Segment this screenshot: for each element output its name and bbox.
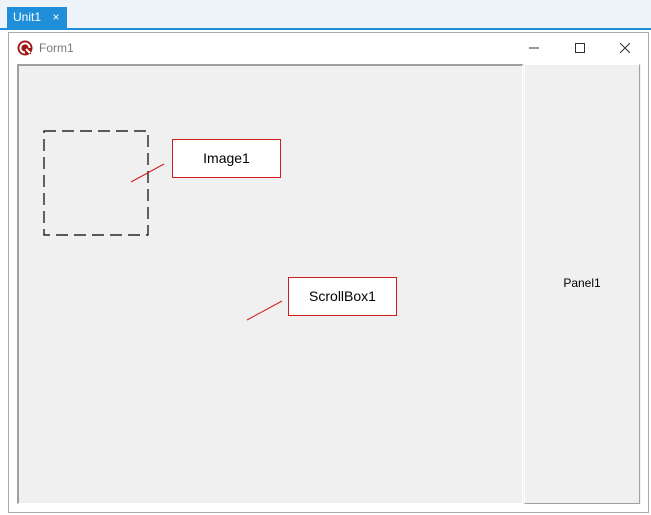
minimize-button[interactable] [511,33,557,63]
tab-label: Unit1 [13,10,42,24]
maximize-button[interactable] [557,33,603,63]
close-button[interactable] [602,33,648,63]
scrollbox[interactable] [17,64,523,504]
image1-callout: Image1 [172,139,281,178]
form-titlebar[interactable]: Form1 [9,33,648,63]
tab-close-icon[interactable]: × [52,10,60,24]
minimize-icon [529,47,539,49]
close-icon [620,43,630,53]
editor-tab-strip: Unit1 × [0,0,651,30]
form-window: Form1 Panel1 [8,32,649,513]
scrollbox1-callout-label: ScrollBox1 [309,288,376,304]
image-component[interactable] [43,130,149,236]
app-icon [17,40,33,56]
panel[interactable]: Panel1 [524,64,640,504]
tab-unit1[interactable]: Unit1 × [7,7,67,28]
panel-caption: Panel1 [563,276,601,290]
scrollbox1-callout: ScrollBox1 [288,277,397,316]
maximize-icon [575,43,585,53]
form-title: Form1 [39,41,74,55]
image1-callout-label: Image1 [203,150,250,166]
